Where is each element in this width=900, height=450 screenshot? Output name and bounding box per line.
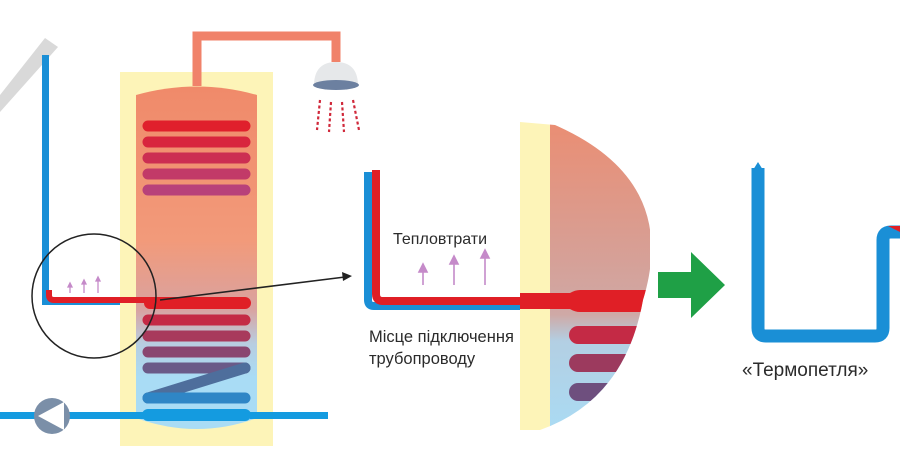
connection-label-line2: трубопроводу (369, 350, 476, 368)
connection-point-label: Місце підключення трубопроводу (369, 326, 559, 370)
hot-water-pipe (192, 31, 341, 86)
magnifier-circle (31, 233, 157, 359)
upper-coil (142, 120, 251, 196)
collector-supply-pipe (46, 290, 150, 303)
heat-loss-arrows (417, 248, 491, 285)
solar-collector-icon (0, 38, 58, 112)
thermoloop-pipe (751, 162, 900, 343)
pump-icon (34, 398, 70, 434)
arrow-right-icon (658, 252, 725, 318)
heat-loss-arrows-small (66, 275, 102, 293)
shower-icon (313, 62, 361, 133)
lower-coil (142, 297, 251, 421)
heat-loss-label: Тепловтрати (393, 231, 488, 248)
zoomed-tank-section (520, 122, 652, 430)
zoomed-pipe (364, 170, 520, 310)
cold-return-pipe (0, 412, 328, 419)
connection-label-line1: Місце підключення (369, 328, 514, 346)
thermoloop-label: «Термопетля» (742, 360, 869, 381)
pointer-arrow (159, 272, 352, 301)
